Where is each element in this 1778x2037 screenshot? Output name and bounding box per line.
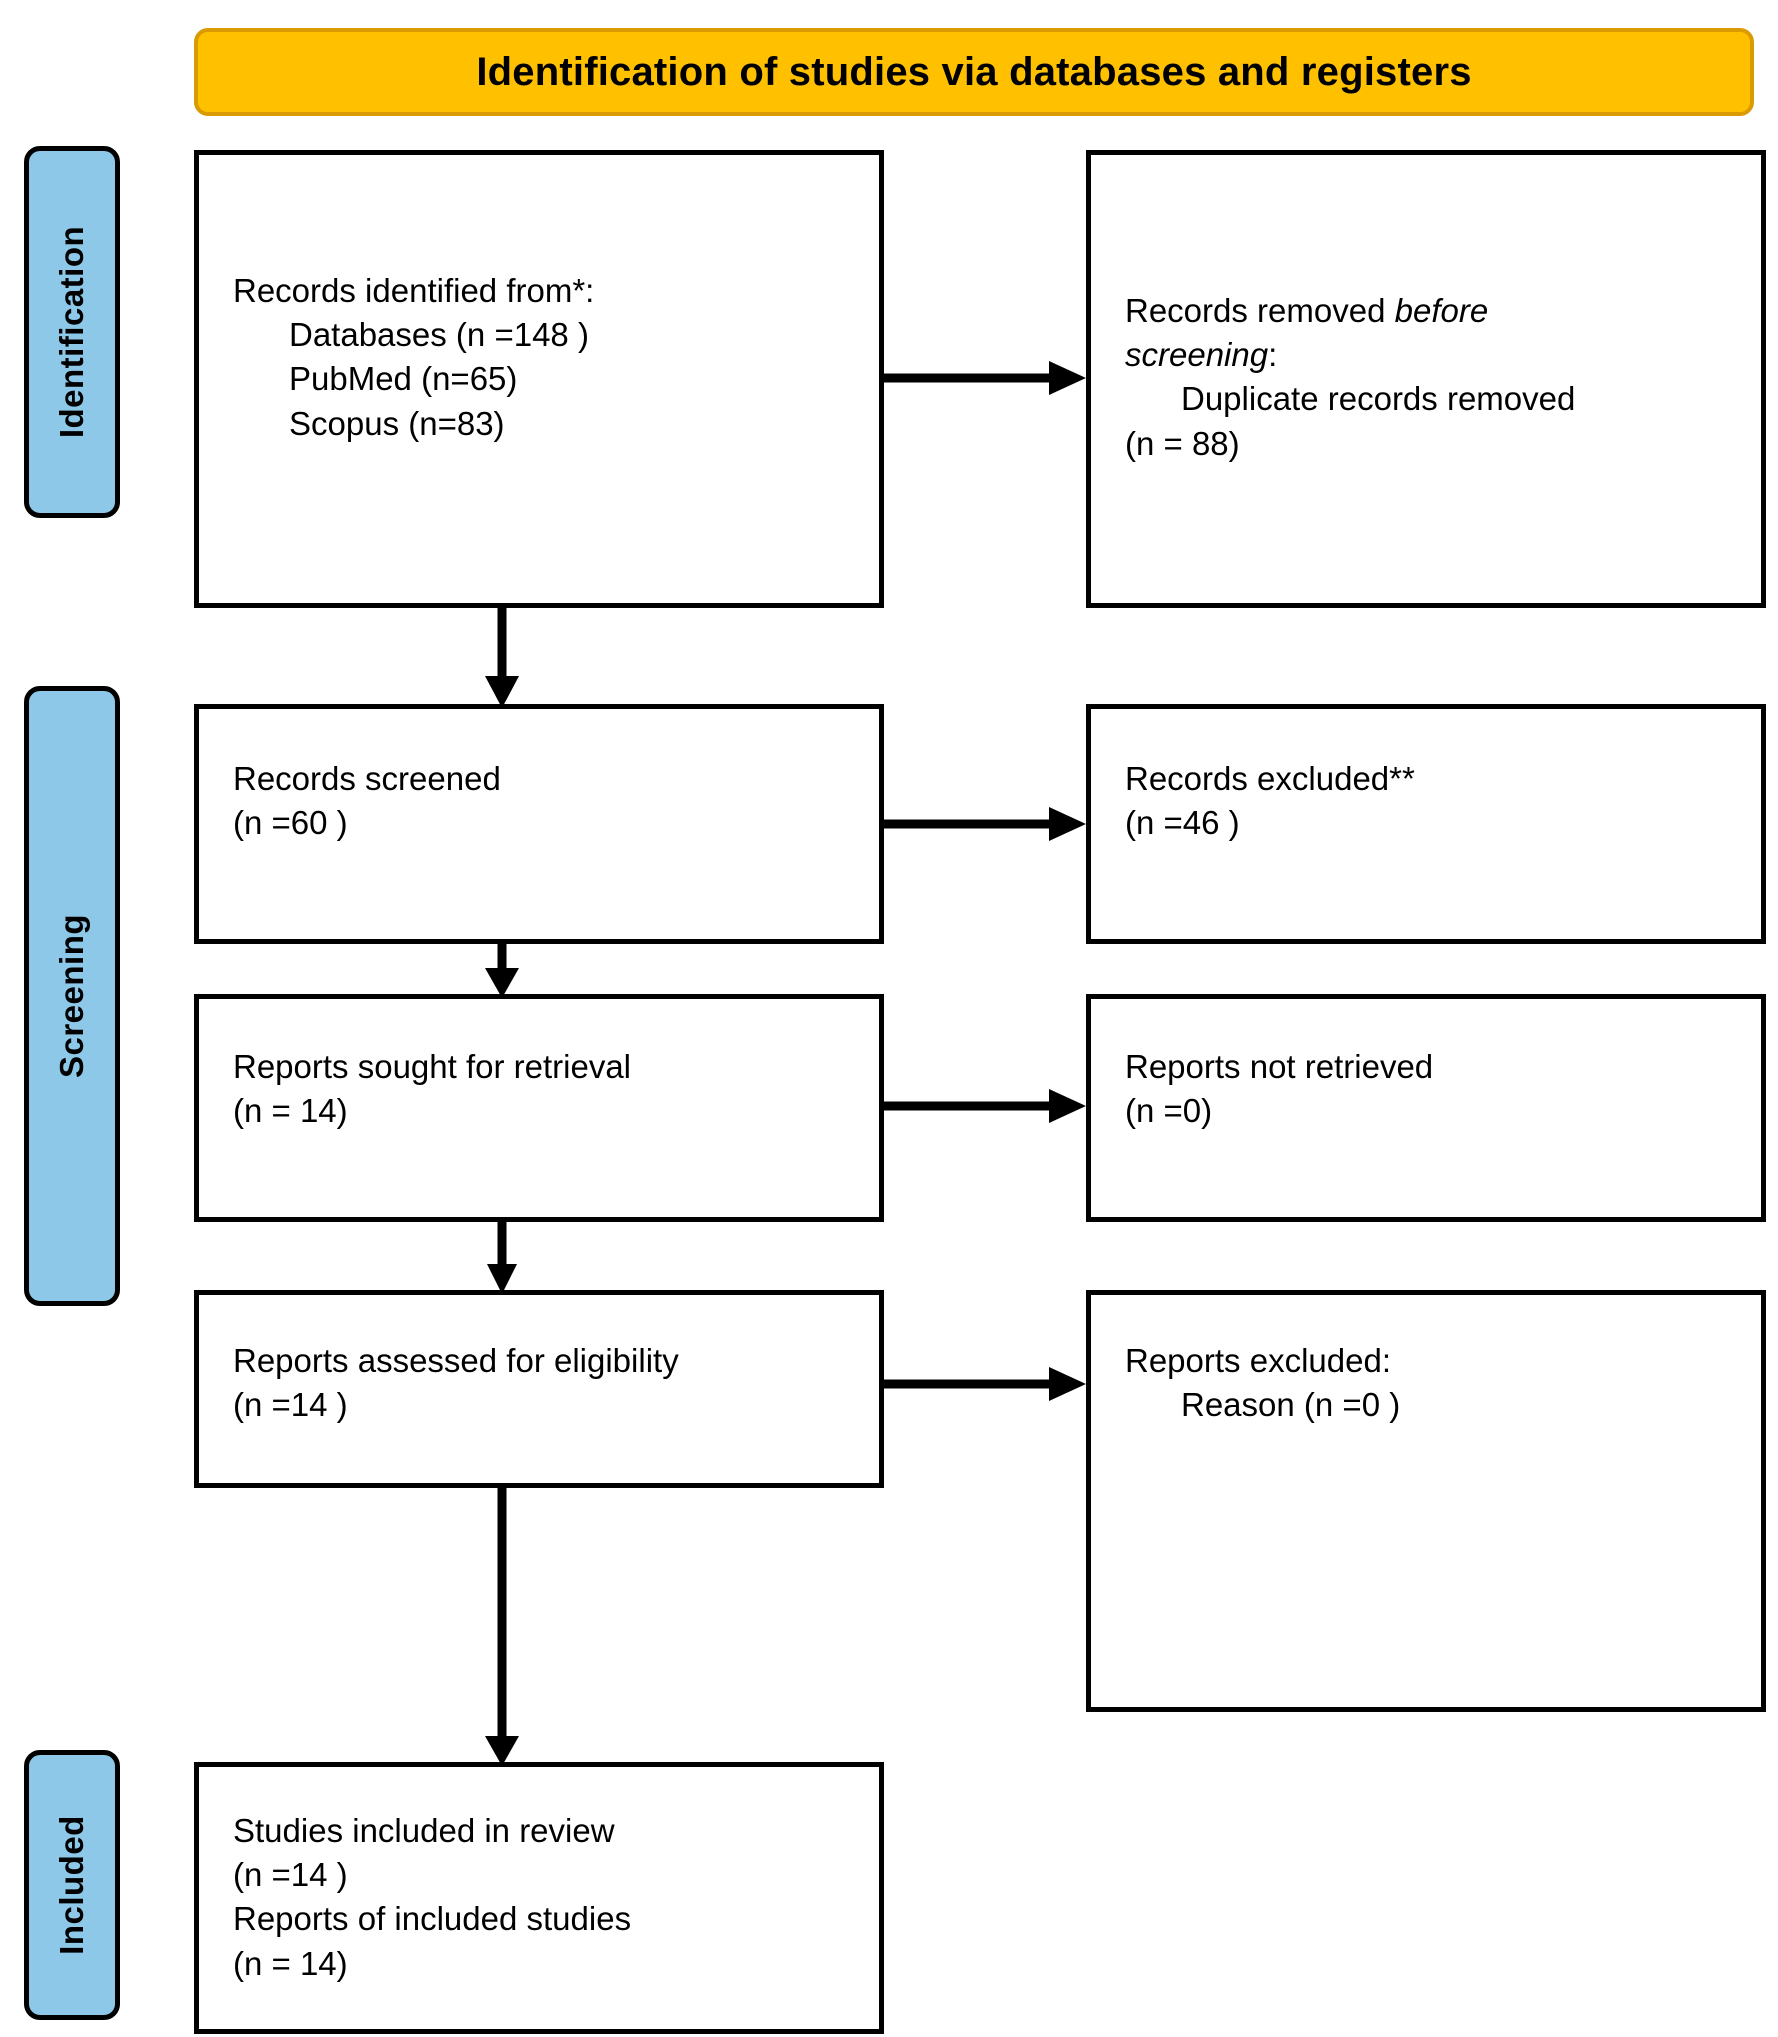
arrow-screened-to-excluded bbox=[884, 802, 1090, 846]
box-reports-not-retrieved: Reports not retrieved (n =0) bbox=[1086, 994, 1766, 1222]
box-reports-excluded-reason: Reports excluded: Reason (n =0 ) bbox=[1086, 1290, 1766, 1712]
box-records-excluded-text: Records excluded** (n =46 ) bbox=[1125, 757, 1745, 845]
box-records-screened: Records screened (n =60 ) bbox=[194, 704, 884, 944]
reports-excluded-line2: Reason (n =0 ) bbox=[1181, 1386, 1401, 1424]
records-removed-line3: Duplicate records removed bbox=[1181, 380, 1576, 418]
stage-label-screening: Screening bbox=[53, 913, 90, 1079]
reports-sought-line2: (n = 14) bbox=[233, 1092, 348, 1130]
studies-included-line3: Reports of included studies bbox=[233, 1900, 632, 1938]
box-records-screened-text: Records screened (n =60 ) bbox=[233, 757, 863, 845]
box-records-removed: Records removed before screening: Duplic… bbox=[1086, 150, 1766, 608]
box-reports-not-retrieved-text: Reports not retrieved (n =0) bbox=[1125, 1045, 1745, 1133]
reports-excluded-line1: Reports excluded: bbox=[1125, 1342, 1391, 1379]
records-excluded-line2: (n =46 ) bbox=[1125, 804, 1240, 842]
reports-not-retrieved-line1: Reports not retrieved bbox=[1125, 1048, 1434, 1085]
reports-assessed-line2: (n =14 ) bbox=[233, 1386, 348, 1424]
reports-sought-line1: Reports sought for retrieval bbox=[233, 1048, 632, 1085]
box-records-removed-text: Records removed before screening: Duplic… bbox=[1125, 289, 1745, 466]
box-studies-included: Studies included in review (n =14 ) Repo… bbox=[194, 1762, 884, 2034]
records-identified-line3: PubMed (n=65) bbox=[289, 360, 518, 398]
box-studies-included-text: Studies included in review (n =14 ) Repo… bbox=[233, 1809, 863, 1986]
box-reports-excluded-reason-text: Reports excluded: Reason (n =0 ) bbox=[1125, 1339, 1745, 1427]
stage-bar-identification: Identification bbox=[24, 146, 120, 518]
box-reports-sought: Reports sought for retrieval (n = 14) bbox=[194, 994, 884, 1222]
records-identified-line1: Records identified from*: bbox=[233, 272, 595, 309]
box-records-identified-text: Records identified from*: Databases (n =… bbox=[233, 269, 863, 446]
banner-title: Identification of studies via databases … bbox=[476, 49, 1472, 94]
records-identified-line2: Databases (n =148 ) bbox=[289, 316, 589, 354]
box-reports-assessed-text: Reports assessed for eligibility (n =14 … bbox=[233, 1339, 863, 1427]
arrow-identified-to-screened bbox=[480, 604, 524, 710]
studies-included-line4: (n = 14) bbox=[233, 1944, 348, 1982]
records-identified-line4: Scopus (n=83) bbox=[289, 404, 505, 442]
box-reports-assessed: Reports assessed for eligibility (n =14 … bbox=[194, 1290, 884, 1488]
stage-label-identification: Identification bbox=[53, 225, 90, 439]
studies-included-line2: (n =14 ) bbox=[233, 1856, 348, 1894]
arrow-assessed-to-included bbox=[480, 1484, 524, 1768]
records-screened-line2: (n =60 ) bbox=[233, 804, 348, 842]
records-screened-line1: Records screened bbox=[233, 760, 501, 797]
arrow-screened-to-sought bbox=[480, 940, 524, 1000]
stage-label-included: Included bbox=[53, 1815, 90, 1955]
records-removed-line2-plain: : bbox=[1268, 336, 1278, 374]
studies-included-line1: Studies included in review bbox=[233, 1812, 615, 1849]
box-records-excluded: Records excluded** (n =46 ) bbox=[1086, 704, 1766, 944]
arrow-sought-to-assessed bbox=[480, 1218, 524, 1296]
reports-not-retrieved-line2: (n =0) bbox=[1125, 1092, 1213, 1130]
stage-bar-included: Included bbox=[24, 1750, 120, 2020]
diagram-header-banner: Identification of studies via databases … bbox=[194, 28, 1754, 116]
arrow-identified-to-removed bbox=[884, 356, 1090, 400]
records-excluded-line1: Records excluded** bbox=[1125, 760, 1415, 797]
arrow-assessed-to-reports-excluded bbox=[884, 1362, 1090, 1406]
records-removed-line4: (n = 88) bbox=[1125, 424, 1240, 462]
records-removed-line1-italic: before bbox=[1394, 292, 1489, 329]
stage-bar-screening: Screening bbox=[24, 686, 120, 1306]
arrow-sought-to-not-retrieved bbox=[884, 1084, 1090, 1128]
records-removed-line1-plain: Records removed bbox=[1125, 292, 1395, 329]
reports-assessed-line1: Reports assessed for eligibility bbox=[233, 1342, 679, 1379]
box-records-identified: Records identified from*: Databases (n =… bbox=[194, 150, 884, 608]
records-removed-line2-italic: screening bbox=[1125, 336, 1269, 374]
box-reports-sought-text: Reports sought for retrieval (n = 14) bbox=[233, 1045, 863, 1133]
